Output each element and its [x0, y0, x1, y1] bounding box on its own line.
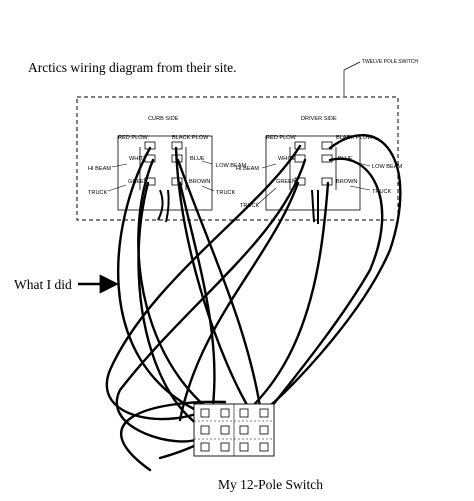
- my-switch-terminal: [259, 408, 269, 418]
- curb-side-switch: CURB SIDE RED PLOW BLACK PLOW WHITE BLUE…: [88, 116, 246, 223]
- wire: [105, 144, 302, 421]
- wire: [117, 146, 202, 414]
- wire: [120, 400, 227, 472]
- driver-side-switch: DRIVER SIDE RED PLOW BLACK PLOW WHITE BL…: [236, 116, 402, 224]
- curb-blue-label: BLUE: [190, 156, 205, 162]
- driver-green-label: GREEN: [276, 179, 296, 185]
- driver-terminal: [294, 177, 306, 186]
- my-switch-terminal: [200, 442, 210, 452]
- my-switch-terminal: [220, 408, 230, 418]
- wire: [178, 181, 300, 422]
- my-switch-terminal: [220, 442, 230, 452]
- my-12-pole-switch: [193, 403, 275, 457]
- my-switch-terminal: [239, 425, 249, 435]
- curb-side-title: CURB SIDE: [148, 116, 179, 122]
- driver-red-plow-label: RED PLOW: [266, 135, 297, 141]
- my-switch-terminal: [200, 408, 210, 418]
- switch-panel-outline: [76, 96, 399, 221]
- diagram-source-caption: Arctics wiring diagram from their site.: [28, 60, 237, 75]
- driver-side-title: DRIVER SIDE: [301, 116, 337, 122]
- panel-title-leader: [343, 61, 361, 96]
- my-switch-terminal: [239, 408, 249, 418]
- driver-hi-beam-label: HI BEAM: [236, 166, 259, 172]
- wire: [115, 158, 307, 443]
- curb-switch-box: [117, 135, 213, 211]
- curb-hi-beam-label: HI BEAM: [88, 166, 111, 172]
- curb-brown-label: BROWN: [189, 179, 210, 185]
- driver-black-plow-label: BLACK PLOW: [336, 135, 373, 141]
- curb-truck-right-label: TRUCK: [216, 190, 236, 196]
- curb-truck-feed: [157, 189, 170, 223]
- curb-red-plow-label: RED PLOW: [118, 135, 149, 141]
- wire: [260, 134, 402, 414]
- driver-low-beam-label: LOW BEAM: [372, 164, 402, 170]
- my-switch-terminal: [220, 425, 230, 435]
- driver-truck-feed: [311, 189, 319, 224]
- my-switch-terminal: [239, 442, 249, 452]
- my-switch-terminal: [200, 425, 210, 435]
- driver-terminal: [294, 154, 306, 163]
- wire: [176, 158, 264, 422]
- my-switch-terminal: [259, 425, 269, 435]
- curb-white-label: WHITE: [129, 156, 147, 162]
- driver-truck-right-label: TRUCK: [372, 189, 392, 195]
- curb-low-beam-label: LOW BEAM: [216, 163, 246, 169]
- driver-white-label: WHITE: [278, 156, 296, 162]
- driver-brown-label: BROWN: [336, 179, 357, 185]
- curb-truck-left-label: TRUCK: [88, 190, 108, 196]
- what-i-did-caption: What I did: [14, 277, 72, 292]
- curb-black-plow-label: BLACK PLOW: [172, 135, 209, 141]
- panel-title: TWELVE POLE SWITCH: [362, 59, 418, 65]
- my-switch-terminal: [259, 442, 269, 452]
- curb-green-label: GREEN: [128, 179, 148, 185]
- my-switch-caption: My 12-Pole Switch: [218, 477, 324, 492]
